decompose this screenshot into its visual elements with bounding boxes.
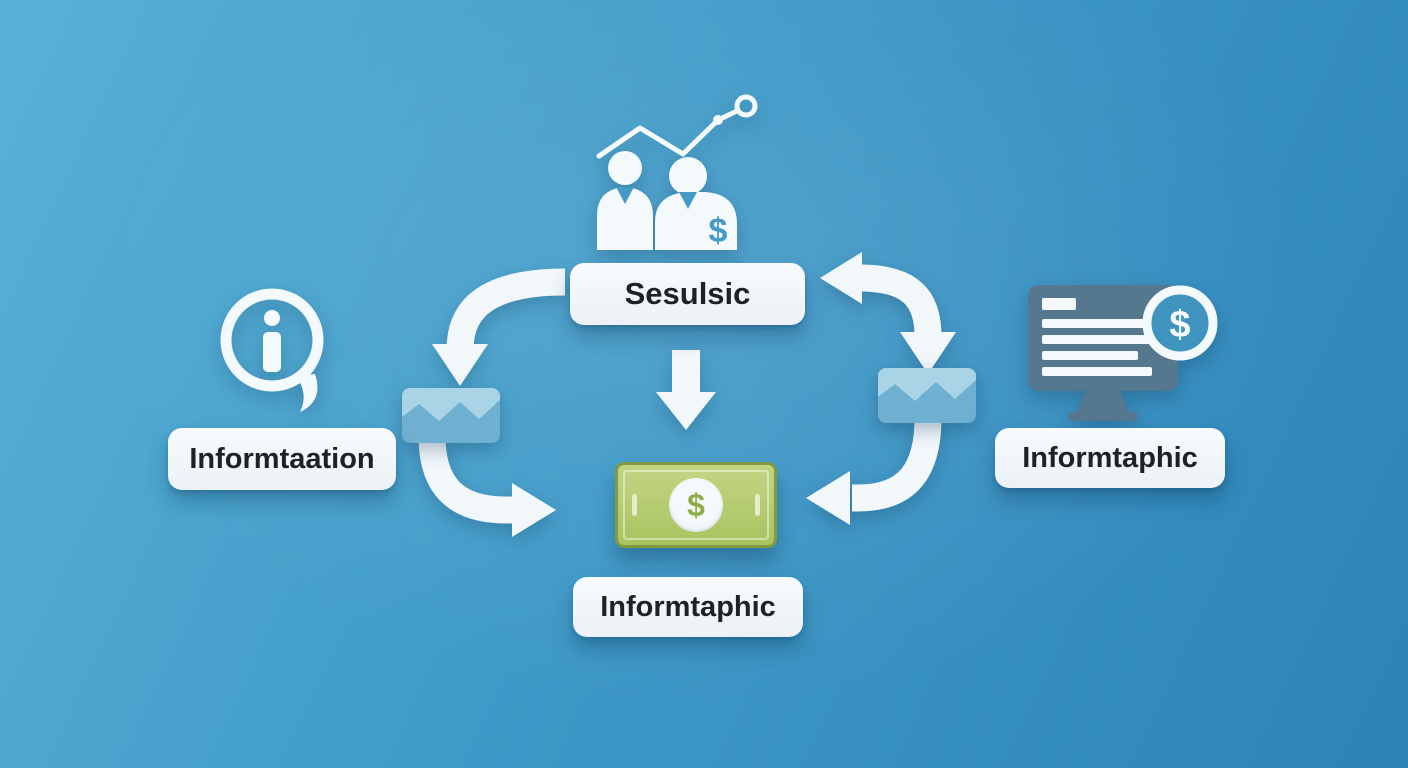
node-label-top-text: Sesulsic [624,276,751,311]
arrow-curve-right-down [859,264,942,337]
info-speech-bubble-icon [220,288,324,412]
node-label-right: Informtaphic [995,428,1225,488]
node-label-left-text: Informtaation [189,442,375,475]
bill-mark-left [632,494,637,516]
arrowhead-left-bottom-icon [806,471,850,525]
node-label-bottom-text: Informtaphic [600,590,776,623]
info-dot [264,310,280,326]
node-label-left: Informtaation [168,428,396,490]
bubble-tail [296,374,318,412]
dollar-coin-icon [1142,285,1218,361]
bill-mark-right [755,494,760,516]
envelope-icon-right [878,368,976,423]
bill-coin-circle: $ [669,478,723,532]
people-analytics-icon: $ [596,94,758,250]
node-label-bottom: Informtaphic [573,577,803,637]
arrowhead-left-top-icon [820,252,862,304]
dollar-bill-icon: $ [615,462,777,548]
arrowhead-right-icon [512,483,556,537]
person-dollar-badge: $ [709,212,728,250]
node-label-top: Sesulsic [570,263,805,325]
arrow-curve-left-to-center [418,435,514,524]
monitor-dollar-icon: $ [1028,285,1218,421]
bill-dollar-symbol: $ [687,486,705,523]
node-label-right-text: Informtaphic [1022,441,1198,474]
bill-inner-border [623,470,769,540]
arrow-down-center-icon [656,350,716,430]
arrow-curve-right-to-center [852,417,942,512]
arrowhead-down-right-icon [900,332,956,374]
arrow-curve-left-down [446,268,566,351]
chart-node-icon [734,94,758,118]
envelope-icon-left [402,388,500,443]
coin-dollar-symbol: $ [1169,304,1190,346]
arrowhead-down-left-icon [432,344,488,386]
info-stem [263,332,281,372]
